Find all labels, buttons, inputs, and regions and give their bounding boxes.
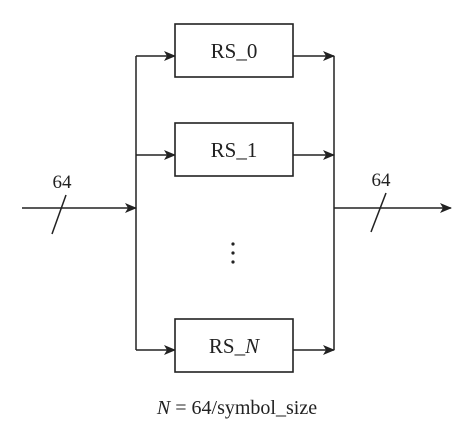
svg-text:RS_1: RS_1 [211,138,258,162]
rs-block-1-prefix: RS_ [211,138,248,162]
input-bus-width-label: 64 [53,172,73,193]
formula-caption: N = 64/symbol_size [156,397,317,419]
rs-block-1: RS_1 [174,122,294,177]
rs-block-0-suffix: 0 [247,39,258,63]
formula-variable: N [156,397,172,419]
input-bus-slash [51,194,67,235]
output-bus-width-label: 64 [372,170,392,191]
rs-block-n: RS_N [174,318,294,373]
rs-block-1-suffix: 1 [247,138,258,162]
rs-block-n-prefix: RS_ [209,334,246,358]
formula-expression: = 64/symbol_size [170,397,317,419]
rs-block-0: RS_0 [174,23,294,78]
svg-text:RS_N: RS_N [209,334,260,358]
rs-block-n-suffix: N [244,334,260,358]
rs-block-0-prefix: RS_ [211,39,248,63]
vertical-ellipsis [231,242,235,264]
svg-text:RS_0: RS_0 [211,39,258,63]
output-bus-slash [370,192,387,233]
